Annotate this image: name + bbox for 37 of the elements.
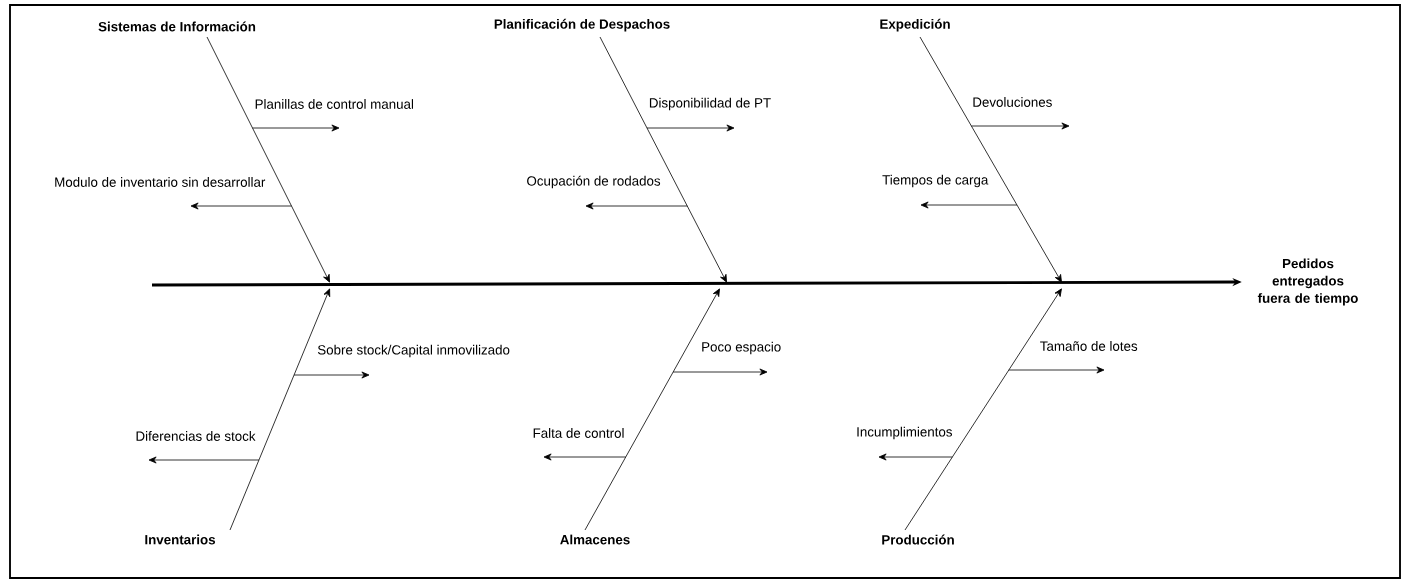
cause-arrow	[190, 202, 292, 210]
cause-label: Sobre stock/Capital inmovilizado	[317, 344, 510, 358]
bone-arrow	[904, 288, 1062, 531]
cause-label: Falta de control	[533, 428, 624, 438]
cause-label: Incumplimientos	[857, 426, 952, 440]
cause-label: Tiempos de carga	[882, 174, 989, 188]
cause-label: Tamaño de lotes	[1040, 341, 1138, 351]
bone-arrow	[584, 288, 720, 531]
cause-arrow	[646, 124, 735, 132]
cause-arrow	[920, 201, 1018, 209]
bone-arrow	[919, 36, 1062, 283]
cause-label: Poco espacio	[702, 341, 781, 355]
cause-arrow	[252, 124, 340, 132]
cause-label: Ocupación de rodados	[527, 175, 661, 189]
cause-label: Diferencias de stock	[136, 431, 256, 441]
cause-arrow	[1008, 366, 1105, 374]
cause-arrow	[293, 371, 370, 379]
cause-label: Planillas de control manual	[255, 99, 413, 109]
category-label: Inventarios	[145, 534, 216, 545]
cause-label: Devoluciones	[973, 97, 1052, 107]
cause-arrow	[148, 456, 260, 464]
category-label: Almacenes	[560, 534, 630, 545]
bone-arrow	[206, 36, 330, 283]
category-label: Expedición	[880, 18, 950, 32]
cause-arrow	[672, 368, 768, 376]
category-label: Planificación de Despachos	[494, 18, 670, 32]
category-label: Producción	[882, 534, 954, 545]
problem-label: Pedidos entregados fuera de tiempo	[1257, 258, 1358, 306]
bone-arrow	[229, 288, 331, 531]
cause-label: Modulo de inventario sin desarrollar	[55, 177, 266, 187]
cause-arrow	[585, 202, 688, 210]
cause-arrow	[543, 453, 627, 461]
cause-arrow	[878, 453, 953, 461]
cause-arrow	[971, 122, 1070, 130]
bone-arrow	[599, 36, 727, 283]
cause-label: Disponibilidad de PT	[649, 97, 771, 111]
category-label: Sistemas de Información	[98, 21, 256, 32]
